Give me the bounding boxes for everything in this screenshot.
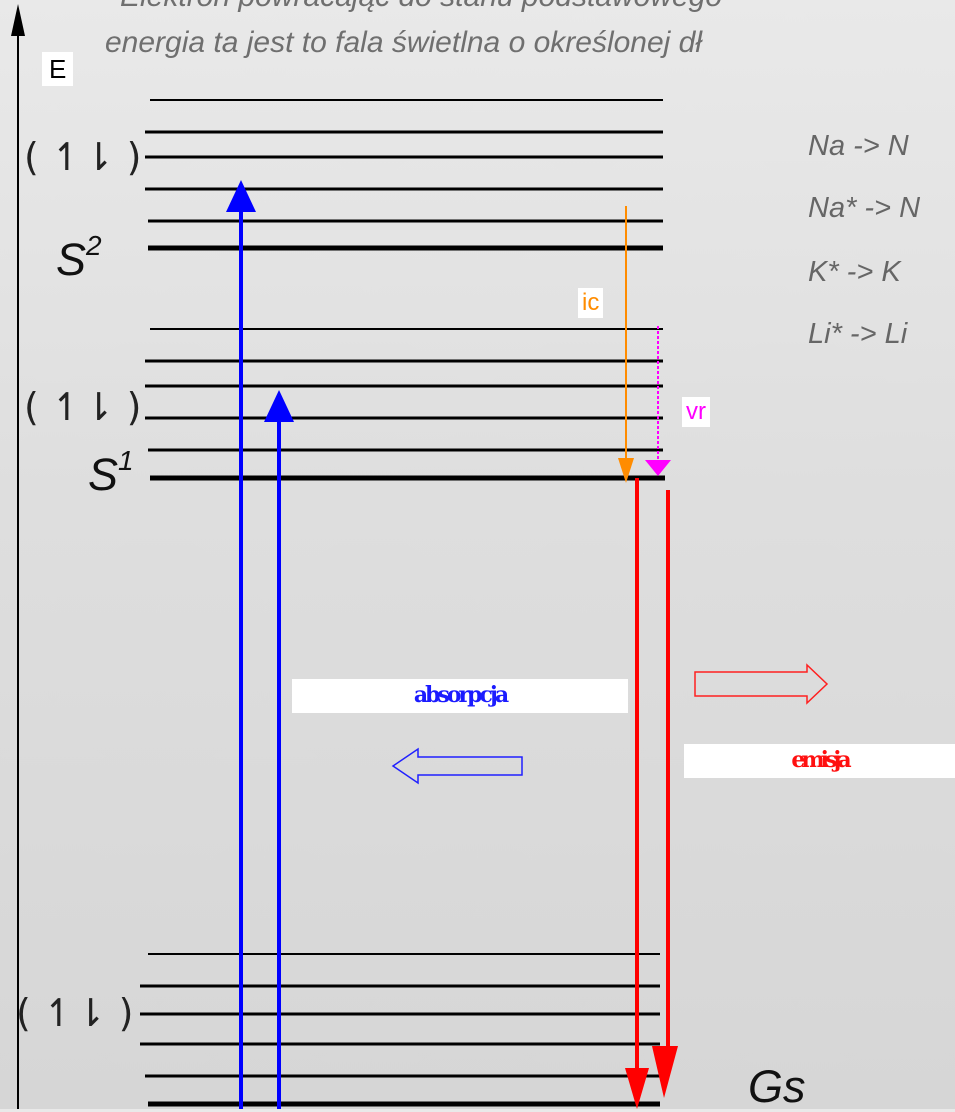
s1-levels (145, 328, 665, 481)
emission-arrowhead (652, 1046, 678, 1098)
absorption-arrowhead (264, 390, 294, 422)
energy-axis-arrowhead (11, 4, 25, 36)
equation-4: Li* -> Li (808, 318, 908, 350)
state-label-ground: Gs (748, 1061, 806, 1112)
state-label-s1: S1 (88, 445, 134, 500)
energy-axis (11, 4, 25, 1109)
equation-3: K* -> K (808, 256, 901, 288)
emission-arrowhead (625, 1068, 649, 1109)
energy-axis-label: E (42, 52, 74, 86)
vr-label: vr (682, 397, 710, 427)
emission-label-box: emisja (684, 744, 955, 778)
equation-2: Na* -> N (808, 192, 921, 224)
spin-pair-ground: ( ↿⇂ ) (16, 991, 134, 1035)
ground-levels (140, 953, 660, 1107)
state-label-s2: S2 (56, 230, 102, 285)
absorption-arrows (226, 180, 294, 1109)
s2-levels (145, 99, 663, 251)
absorption-label-box: absorpcja (292, 679, 628, 713)
ic-label: ic (578, 288, 604, 318)
emission-arrows (625, 478, 678, 1109)
spin-pair-s2: ( ↿⇂ ) (24, 135, 142, 179)
equation-1: Na -> N (808, 130, 909, 162)
absorption-direction-arrow (391, 747, 523, 785)
spin-pair-s1: ( ↿⇂ ) (24, 385, 142, 429)
absorption-arrowhead (226, 180, 256, 212)
header-line-1: Elektron powracając do stanu podstawoweg… (120, 0, 722, 14)
emission-direction-arrow (694, 663, 829, 705)
ic-arrow (618, 206, 634, 483)
header-line-2: energia ta jest to fala świetlna o okreś… (105, 26, 703, 59)
vr-arrow (645, 326, 671, 476)
